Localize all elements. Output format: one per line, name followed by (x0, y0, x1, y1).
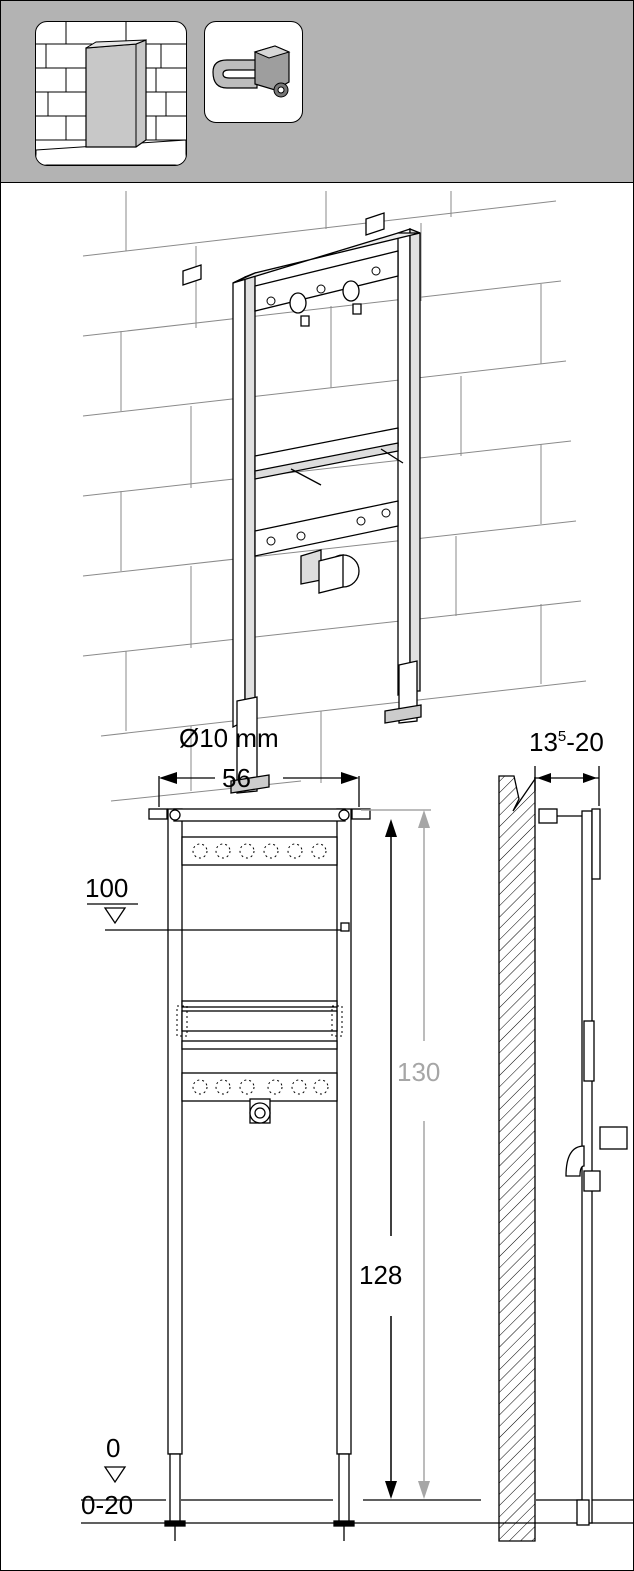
level-100 (87, 903, 341, 931)
depth-base: 13 (529, 727, 558, 757)
floor-lines (81, 1466, 633, 1541)
wall-bracket-icon (212, 45, 291, 98)
wall-cladding-tile (35, 21, 187, 166)
dimension-56 (158, 772, 360, 807)
depth-superscript: 5 (557, 728, 567, 745)
brick-wall (82, 191, 587, 802)
wall-bracket-tile (204, 21, 303, 123)
frame-perforations (266, 266, 391, 546)
height-100-label: 100 (85, 873, 129, 903)
frame-front-elevation (148, 808, 371, 1527)
width-label: 56 (222, 763, 251, 793)
header-band (1, 1, 633, 183)
depth-label: 135-20 (529, 729, 604, 755)
floor-range-label: 0-20 (81, 1490, 134, 1520)
frame-perspective (182, 212, 422, 794)
wall-cladding-icon (36, 22, 186, 165)
side-elevation (498, 766, 628, 1542)
dimension-128 (385, 819, 397, 1499)
diameter-label: Ø10 mm (179, 723, 279, 753)
depth-range: -20 (566, 727, 604, 757)
height-130-label: 130 (397, 1057, 441, 1087)
front-perforations (176, 843, 343, 1095)
floor-zero-label: 0 (106, 1433, 121, 1463)
dimension-130 (361, 809, 431, 1499)
height-128-label: 128 (359, 1260, 403, 1290)
